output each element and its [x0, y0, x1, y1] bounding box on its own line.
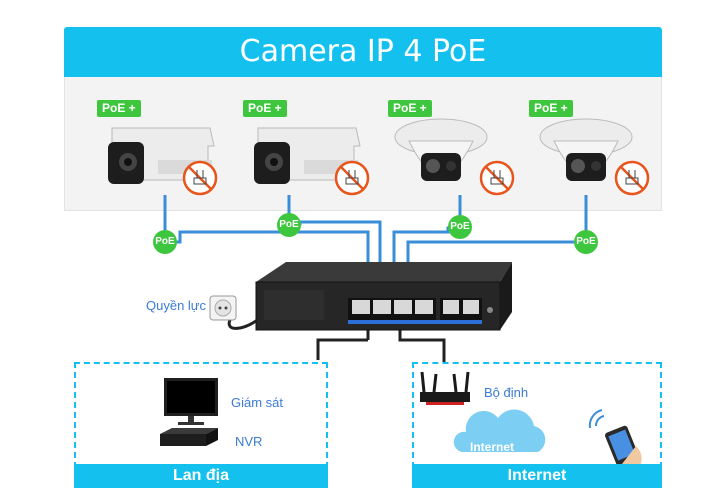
- power-label: Quyền lực: [146, 298, 207, 313]
- monitor-icon: [164, 378, 218, 425]
- dome-camera-icon: [539, 118, 633, 181]
- poe-plus-tag: PoE +: [97, 100, 141, 117]
- nvr-label: NVR: [235, 434, 263, 449]
- wifi-icon: [588, 409, 605, 429]
- poe-plus-tag: PoE +: [529, 100, 573, 117]
- cloud-label: Internet: [470, 440, 515, 454]
- poe-plus-tag: PoE +: [388, 100, 432, 117]
- cable-camera-4: [406, 195, 588, 262]
- poe-port-badge: PoE: [277, 213, 301, 237]
- poe-port-badge: PoE: [574, 230, 598, 254]
- internet-footer: Internet: [412, 464, 662, 488]
- cable-camera-1: [163, 195, 370, 262]
- page-title: Camera IP 4 PoE: [239, 34, 487, 69]
- no-power-icon: [614, 160, 650, 196]
- cloud-icon: [453, 409, 546, 452]
- cable-internet: [398, 330, 446, 362]
- poe-plus-tag: PoE +: [243, 100, 287, 117]
- router-icon: [420, 371, 470, 405]
- cable-camera-2: [287, 195, 382, 262]
- poe-port-badge: PoE: [448, 215, 472, 239]
- nvr-icon: [160, 428, 218, 446]
- no-power-icon: [182, 160, 218, 196]
- router-label: Bộ định: [484, 385, 529, 400]
- no-power-icon: [334, 160, 370, 196]
- dome-camera-icon: [394, 118, 488, 181]
- cable-lan: [316, 338, 368, 360]
- poe-switch-icon: [255, 262, 512, 331]
- power-socket-icon: [209, 295, 237, 321]
- poe-port-badge: PoE: [153, 230, 177, 254]
- monitor-label: Giám sát: [231, 395, 284, 410]
- title-bar: Camera IP 4 PoE: [64, 27, 662, 77]
- no-power-icon: [479, 160, 515, 196]
- lan-footer: Lan địa: [74, 464, 328, 488]
